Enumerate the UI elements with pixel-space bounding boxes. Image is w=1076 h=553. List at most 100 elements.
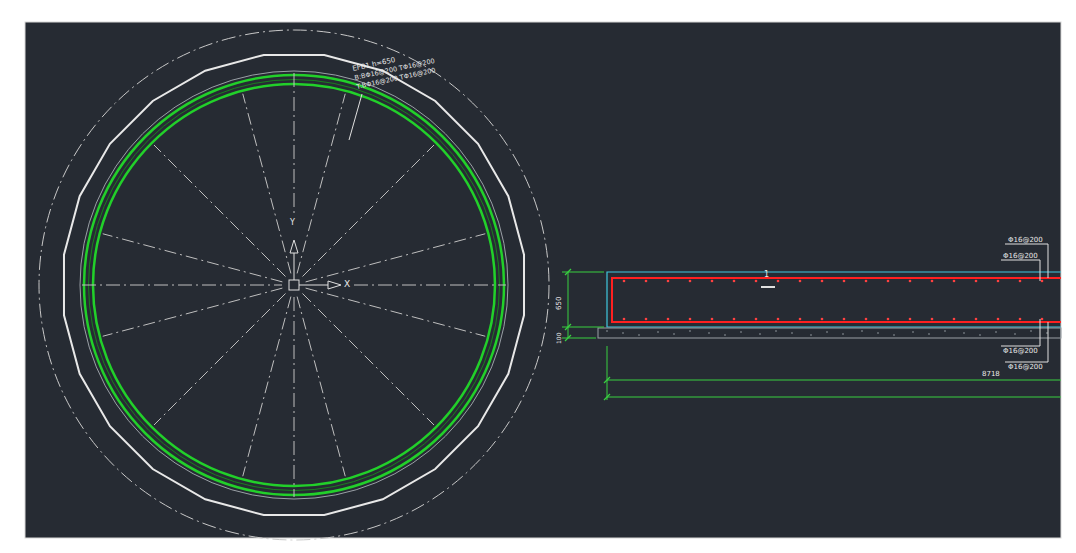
section-mark — [761, 286, 775, 288]
rebar-dot — [667, 280, 670, 283]
rebar-dot — [711, 280, 714, 283]
rebar-dot — [909, 280, 912, 283]
concrete-hatch — [1030, 330, 1032, 332]
dimension-line — [607, 380, 1061, 381]
rebar-dot — [931, 280, 934, 283]
concrete-hatch — [622, 332, 624, 334]
concrete-hatch — [995, 331, 997, 333]
extension-line — [607, 346, 608, 400]
radial-centerline — [297, 297, 345, 477]
concrete-hatch — [724, 334, 726, 336]
rebar-dot — [623, 318, 626, 321]
leader-line — [1040, 319, 1041, 346]
leader-line — [1005, 362, 1048, 363]
rebar-dot — [645, 318, 648, 321]
rebar-callout: Φ16@200 — [1008, 364, 1043, 371]
concrete-hatch — [810, 334, 812, 336]
ucs-arrow — [328, 281, 341, 289]
wall-line — [80, 71, 508, 499]
radial-centerline — [297, 94, 345, 274]
radial-centerline — [302, 293, 434, 425]
blinding-layer — [598, 328, 1061, 338]
radial-centerline — [154, 293, 286, 425]
concrete-hatch — [791, 332, 793, 334]
rebar-dot — [755, 318, 758, 321]
rebar-dot — [1041, 280, 1044, 283]
centerline — [354, 285, 506, 286]
rebar-dot — [755, 280, 758, 283]
rebar-dot — [887, 280, 890, 283]
rebar-dot — [997, 280, 1000, 283]
dimension-tick — [565, 269, 571, 275]
rebar-dot — [821, 280, 824, 283]
dimension-text: 100 — [556, 333, 562, 344]
rebar-dot — [843, 280, 846, 283]
rebar-dot — [821, 318, 824, 321]
concrete-hatch — [893, 334, 895, 336]
rebar-dot — [799, 318, 802, 321]
concrete-hatch — [861, 330, 863, 332]
rebar-dot — [711, 318, 714, 321]
ucs-axis — [299, 285, 328, 286]
model-space — [25, 22, 1061, 538]
leader-line — [349, 94, 362, 140]
ucs-arrow — [290, 240, 298, 253]
dimension-tick — [604, 377, 610, 383]
dimension-line — [607, 397, 1061, 398]
axis-label: X — [344, 280, 350, 289]
radial-centerline — [154, 145, 286, 277]
rebar-dot — [777, 318, 780, 321]
rebar-dot — [975, 280, 978, 283]
ucs-origin — [289, 280, 299, 290]
concrete-hatch — [606, 330, 608, 332]
rebar-callout: Φ16@200 — [1008, 237, 1043, 244]
radial-centerline — [103, 288, 283, 336]
centerline — [294, 73, 295, 215]
rebar-dot — [1041, 318, 1044, 321]
concrete-hatch — [963, 332, 965, 334]
tank-wall — [84, 75, 504, 495]
section-outline — [607, 272, 1061, 327]
radial-centerline — [103, 234, 283, 282]
rebar-dot — [1019, 280, 1022, 283]
section-number: 1 — [764, 271, 769, 279]
rebar-dot — [799, 280, 802, 283]
rebar-dot — [975, 318, 978, 321]
rebar-dot — [887, 318, 890, 321]
radial-centerline — [243, 94, 291, 274]
rebar-callout: Φ16@200 — [1003, 348, 1038, 355]
rebar-dot — [953, 318, 956, 321]
rebar-dot — [777, 280, 780, 283]
centerline — [82, 285, 282, 286]
outer-boundary — [39, 30, 549, 540]
axis-label: Y — [290, 219, 295, 227]
leader-line — [1048, 244, 1049, 278]
rebar-dot — [953, 280, 956, 283]
rebar-dot — [909, 318, 912, 321]
dimension-text: 650 — [556, 297, 563, 310]
rebar-dot — [623, 280, 626, 283]
concrete-hatch — [638, 334, 640, 336]
rebar-dot — [843, 318, 846, 321]
concrete-hatch — [708, 332, 710, 334]
concrete-hatch — [944, 330, 946, 332]
concrete-hatch — [740, 331, 742, 333]
rebar-dot — [733, 280, 736, 283]
ucs-axis — [294, 253, 295, 280]
rebar-dot — [689, 318, 692, 321]
rebar — [612, 278, 1061, 322]
centerline — [294, 297, 295, 497]
leader-line — [1040, 260, 1041, 281]
rebar-dot — [865, 318, 868, 321]
slab-edge — [64, 55, 524, 515]
concrete-hatch — [689, 330, 691, 332]
radial-centerline — [243, 297, 291, 477]
leader-line — [1001, 346, 1040, 347]
concrete-hatch — [928, 333, 930, 335]
leader-line — [1048, 322, 1049, 362]
rebar-dot — [733, 318, 736, 321]
concrete-hatch — [842, 333, 844, 335]
